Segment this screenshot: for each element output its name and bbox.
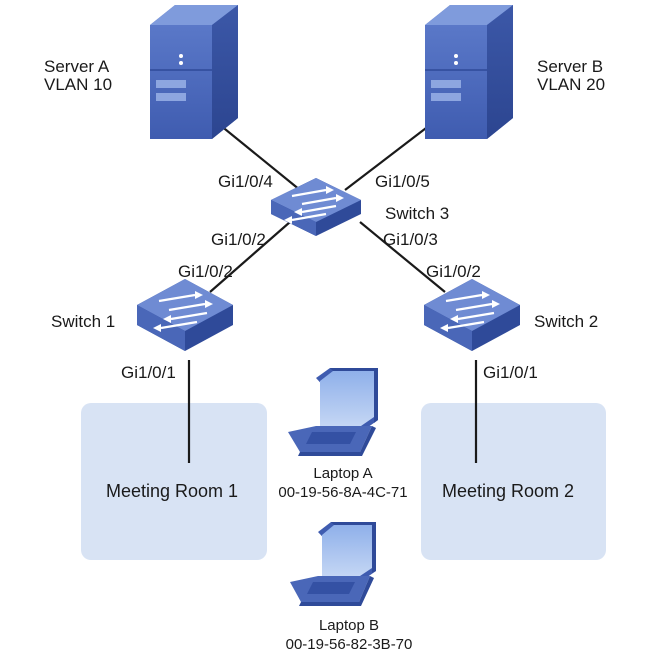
link-switch-3-switch-1	[209, 221, 291, 293]
port-label-s3-gi1-0-4: Gi1/0/4	[218, 172, 273, 191]
switch-1-name: Switch 1	[51, 312, 115, 331]
meeting-room-1-label: Meeting Room 1	[106, 481, 238, 501]
switch-2-icon	[424, 279, 520, 351]
switch-2-name: Switch 2	[534, 312, 598, 331]
switch-3-icon	[271, 178, 361, 236]
laptop-b-name: Laptop B	[319, 617, 379, 634]
port-label-s2-gi1-0-1: Gi1/0/1	[483, 363, 538, 382]
link-switch-3-switch-2	[359, 221, 446, 293]
meeting-room-2-label: Meeting Room 2	[442, 481, 574, 501]
port-label-s3-gi1-0-2: Gi1/0/2	[211, 230, 266, 249]
laptop-b-icon	[290, 522, 376, 606]
meeting-room-2-area	[421, 403, 606, 560]
server-b-name: Server B	[537, 57, 603, 76]
port-label-s3-gi1-0-3: Gi1/0/3	[383, 230, 438, 249]
port-label-s3-gi1-0-5: Gi1/0/5	[375, 172, 430, 191]
links	[187, 124, 478, 463]
port-label-s2-gi1-0-2: Gi1/0/2	[426, 262, 481, 281]
port-label-s1-gi1-0-2: Gi1/0/2	[178, 262, 233, 281]
server-b-icon	[425, 5, 513, 139]
server-a-vlan: VLAN 10	[44, 75, 112, 94]
link-server-a-switch-3	[219, 124, 301, 191]
laptop-a-icon	[288, 368, 378, 456]
link-server-b-switch-3	[344, 124, 431, 191]
laptop-a-mac: 00-19-56-8A-4C-71	[278, 484, 407, 501]
server-a-icon	[150, 5, 238, 139]
meeting-room-1-area	[81, 403, 267, 560]
laptop-b-mac: 00-19-56-82-3B-70	[286, 636, 413, 653]
server-a-name: Server A	[44, 57, 110, 76]
port-label-s1-gi1-0-1: Gi1/0/1	[121, 363, 176, 382]
laptop-a-name: Laptop A	[313, 465, 372, 482]
switch-3-name: Switch 3	[385, 204, 449, 223]
switch-1-icon	[137, 279, 233, 351]
server-b-vlan: VLAN 20	[537, 75, 605, 94]
